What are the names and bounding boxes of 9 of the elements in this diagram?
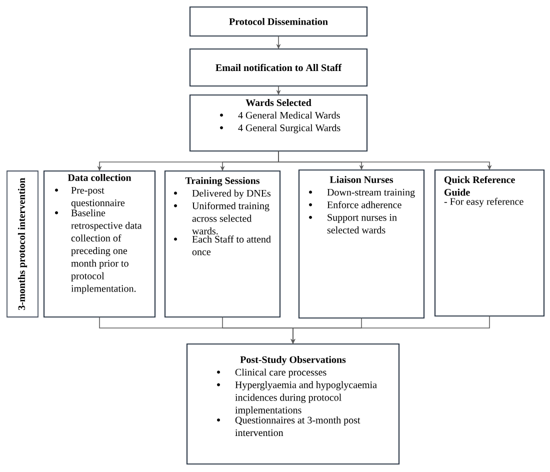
process-box: Wards Selected 4 General Medical Wards 4 General Surgical Wards	[189, 94, 368, 152]
process-box: Protocol Dissemination	[189, 6, 368, 37]
process-box: Quick Reference Guide - For easy reference	[434, 169, 545, 317]
process-box: Training Sessions Delivered by DNEs Uniformed training across selected wards. Each Staff to attend once	[164, 170, 281, 318]
process-box: Data collection Pre-post questionnaire Baseline retrospective data collection of preceding one month prior to protocol implementation.	[43, 170, 156, 318]
process-box: Liaison Nurses Down-stream training Enforce adherence Support nurses in selected wards	[298, 169, 425, 319]
process-box: Email notification to All Staff	[189, 48, 368, 87]
side-label-box: 3-months protocol intervention	[6, 170, 38, 318]
process-box: Post-Study Observations Clinical care processes Hyperglyaemia and hypoglycaemia incidences during protocol implementations Questionnaires at 3-month post intervention	[186, 343, 400, 465]
